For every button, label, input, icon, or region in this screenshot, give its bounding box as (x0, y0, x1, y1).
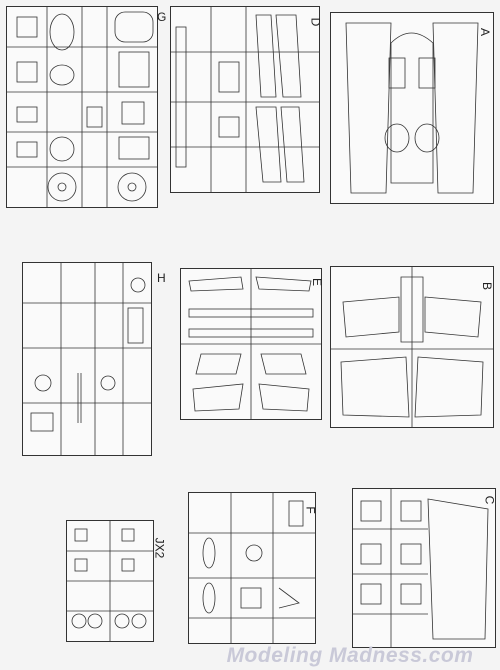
sprue-c: C (352, 488, 496, 648)
sprue-letter-h: H (157, 271, 166, 285)
sprue-e: E (180, 268, 325, 420)
sprue-d-parts (171, 7, 319, 192)
sprue-letter-jx2: JX2 (152, 537, 167, 559)
sprue-letter-f: F (303, 506, 318, 514)
sprue-b: B (330, 266, 494, 428)
sprue-a: A (330, 12, 494, 204)
sprue-a-parts (345, 22, 479, 194)
sprue-c-parts (353, 489, 489, 647)
sprue-letter-d: D (308, 17, 323, 27)
sprue-g: G (6, 6, 166, 208)
sprue-letter-b: B (480, 281, 495, 291)
sprue-letter-a: A (478, 27, 493, 37)
sprue-f-parts (189, 493, 315, 643)
sprue-f: F (188, 492, 318, 644)
sprue-jx2: JX2 (66, 520, 166, 642)
sprue-b-parts (331, 267, 493, 427)
sprue-letter-g: G (157, 10, 167, 24)
sprue-jx2-parts (67, 521, 153, 641)
sprue-letter-c: C (482, 495, 497, 505)
sprue-h: H (22, 262, 166, 456)
sprue-g-parts (7, 7, 157, 207)
sprue-d: D (170, 6, 323, 193)
watermark-text: Modeling Madness.com (226, 644, 474, 667)
sprue-e-parts (181, 269, 321, 419)
sprue-letter-e: E (310, 277, 325, 287)
sprue-h-parts (23, 263, 151, 455)
